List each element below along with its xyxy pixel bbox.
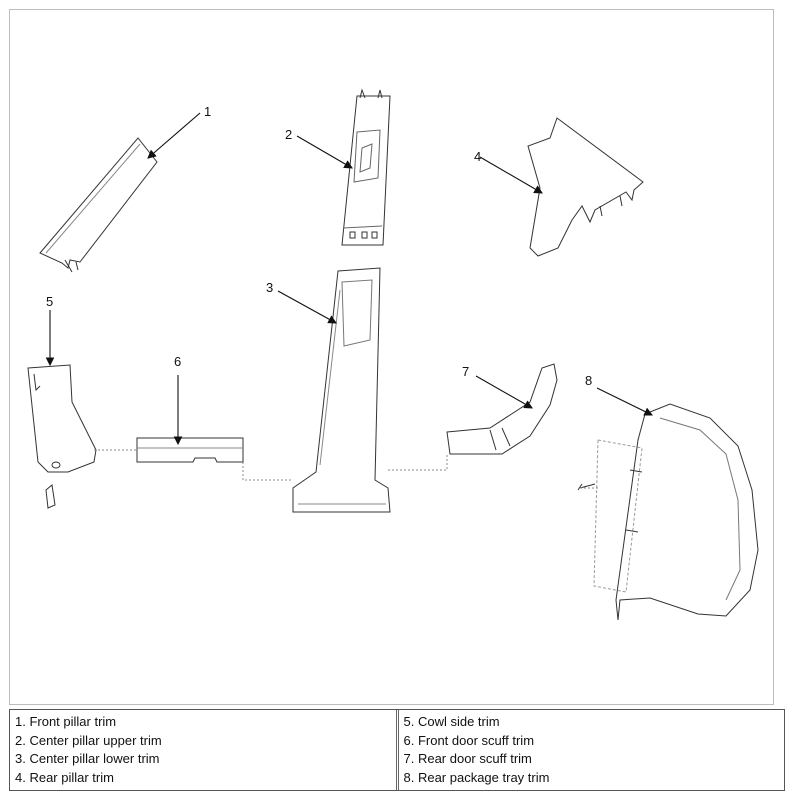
callout-5: 5 — [46, 294, 53, 309]
callout-2: 2 — [285, 127, 292, 142]
front-pillar-trim-part — [39, 137, 158, 273]
legend-item: 7. Rear door scuff trim — [403, 751, 532, 766]
legend-item: 5. Cowl side trim — [403, 714, 500, 729]
legend-item: 1. Front pillar trim — [15, 714, 117, 729]
rear-package-tray-trim-part — [577, 403, 759, 621]
legend-column-right: 5. Cowl side trim 6. Front door scuff tr… — [395, 710, 785, 790]
callout-1: 1 — [204, 104, 211, 119]
exploded-view-diagram: 1 2 3 4 5 6 7 8 — [27, 88, 759, 621]
callout-3: 3 — [266, 280, 273, 295]
callout-6: 6 — [174, 354, 181, 369]
parts-legend-table: 1. Front pillar trim 2. Center pillar up… — [9, 709, 785, 791]
legend-column-left: 1. Front pillar trim 2. Center pillar up… — [10, 710, 396, 790]
rear-door-scuff-trim-part — [446, 363, 558, 455]
diagram-frame: 1 2 3 4 5 6 7 8 — [9, 9, 774, 705]
legend-item: 8. Rear package tray trim — [403, 769, 550, 785]
center-pillar-upper-trim-part — [341, 88, 391, 246]
rear-pillar-trim-part — [527, 117, 644, 257]
center-pillar-lower-trim-part — [292, 267, 391, 513]
legend-item: 4. Rear pillar trim — [15, 769, 114, 785]
callout-4: 4 — [474, 149, 481, 164]
legend-item: 6. Front door scuff trim — [403, 732, 535, 748]
front-door-scuff-trim-part — [136, 437, 244, 463]
legend-item: 2. Center pillar upper trim — [15, 732, 162, 748]
connector-lines — [94, 449, 600, 489]
callout-7: 7 — [462, 364, 469, 379]
callout-arrows — [45, 112, 653, 446]
cowl-side-trim-part — [27, 364, 97, 509]
callout-8: 8 — [585, 373, 592, 388]
legend-item: 3. Center pillar lower trim — [15, 751, 160, 766]
